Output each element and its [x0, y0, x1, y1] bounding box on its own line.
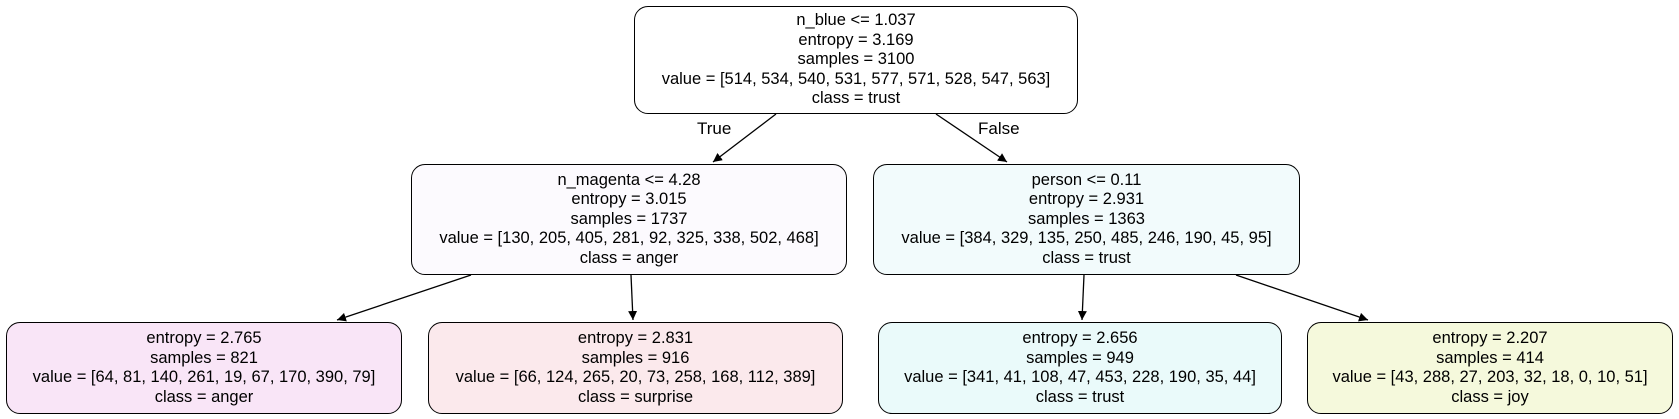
- value-text: value = [514, 534, 540, 531, 577, 571, 5…: [661, 69, 1051, 88]
- value-text: value = [64, 81, 140, 261, 19, 67, 170, …: [32, 368, 376, 386]
- split-condition: n_magenta <= 4.28: [557, 170, 701, 189]
- class-text: class = trust: [1042, 248, 1131, 267]
- samples-text: samples = 1363: [1028, 209, 1145, 228]
- entropy-text: entropy = 2.765: [146, 329, 262, 347]
- tree-leaf-surprise: entropy = 2.831 samples = 916 value = [6…: [428, 322, 843, 414]
- tree-leaf-joy: entropy = 2.207 samples = 414 value = [4…: [1307, 322, 1673, 414]
- tree-node-root: n_blue <= 1.037 entropy = 3.169 samples …: [634, 6, 1078, 114]
- class-text: class = surprise: [577, 387, 694, 406]
- entropy-text: entropy = 2.931: [1028, 190, 1145, 209]
- edge-label-false: False: [978, 119, 1020, 138]
- split-condition: person <= 0.11: [1031, 170, 1142, 189]
- class-text: class = trust: [1035, 387, 1125, 406]
- samples-text: samples = 3100: [797, 50, 915, 69]
- tree-node-right: person <= 0.11 entropy = 2.931 samples =…: [873, 164, 1300, 275]
- class-text: class = anger: [154, 387, 254, 406]
- tree-leaf-trust: entropy = 2.656 samples = 949 value = [3…: [878, 322, 1282, 414]
- value-text: value = [66, 124, 265, 20, 73, 258, 168,…: [455, 368, 816, 386]
- edge-root-to-right: [935, 113, 1008, 163]
- edge-left-to-leaf-surprise: [628, 274, 638, 321]
- entropy-text: entropy = 3.169: [798, 30, 914, 49]
- samples-text: samples = 821: [150, 348, 258, 367]
- value-text: value = [130, 205, 405, 281, 92, 325, 33…: [439, 229, 819, 248]
- edge-label-true: True: [697, 119, 732, 138]
- entropy-text: entropy = 2.207: [1432, 329, 1548, 347]
- value-text: value = [384, 329, 135, 250, 485, 246, 1…: [901, 229, 1272, 248]
- edge-root-to-left: [712, 113, 777, 163]
- tree-node-left: n_magenta <= 4.28 entropy = 3.015 sample…: [411, 164, 847, 275]
- split-condition: n_blue <= 1.037: [796, 11, 916, 30]
- value-text: value = [43, 288, 27, 203, 32, 18, 0, 10…: [1332, 368, 1648, 386]
- entropy-text: entropy = 3.015: [571, 190, 687, 209]
- class-text: class = anger: [579, 248, 679, 267]
- edge-right-to-leaf-joy: [1235, 274, 1369, 322]
- samples-text: samples = 1737: [570, 209, 688, 228]
- samples-text: samples = 949: [1026, 348, 1134, 367]
- edge-right-to-leaf-trust: [1077, 274, 1087, 321]
- edge-left-to-leaf-anger: [336, 274, 472, 322]
- samples-text: samples = 414: [1436, 348, 1544, 367]
- value-text: value = [341, 41, 108, 47, 453, 228, 190…: [904, 368, 1256, 386]
- entropy-text: entropy = 2.656: [1022, 329, 1138, 347]
- class-text: class = trust: [811, 89, 901, 108]
- tree-leaf-anger: entropy = 2.765 samples = 821 value = [6…: [6, 322, 402, 414]
- samples-text: samples = 916: [581, 348, 690, 367]
- class-text: class = joy: [1451, 387, 1529, 406]
- entropy-text: entropy = 2.831: [577, 329, 694, 347]
